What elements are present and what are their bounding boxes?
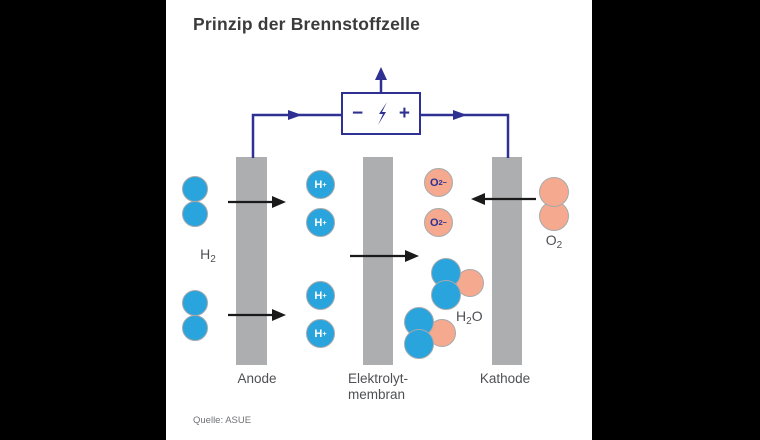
proton-ion: H+ xyxy=(306,208,335,237)
lightning-bolt-icon xyxy=(378,101,387,125)
membrane-label: Elektrolyt- membran xyxy=(348,371,409,402)
electrolyte-membrane-bar xyxy=(363,157,393,365)
o2-label: O2 xyxy=(545,232,563,251)
source-credit: Quelle: ASUE xyxy=(193,415,252,426)
electric-load-box: − + xyxy=(341,92,421,135)
h2o-hydrogen-atom xyxy=(404,329,434,359)
proton-ion: H+ xyxy=(306,319,335,348)
proton-ion: H+ xyxy=(306,170,335,199)
cathode-label: Kathode xyxy=(479,371,531,386)
proton-ion: H+ xyxy=(306,281,335,310)
anode-bar xyxy=(236,157,267,365)
minus-sign: − xyxy=(352,103,364,124)
h2-molecule-atom xyxy=(182,201,208,227)
h2o-label: H2O xyxy=(456,308,483,327)
h2o-hydrogen-atom xyxy=(431,280,461,310)
h2-label: H2 xyxy=(200,246,216,265)
cathode-bar xyxy=(492,157,522,365)
o2-molecule-atom xyxy=(539,177,569,207)
anode-label: Anode xyxy=(237,371,277,386)
h2-molecule-atom xyxy=(182,315,208,341)
h2-molecule-atom xyxy=(182,290,208,316)
h2-molecule-atom xyxy=(182,176,208,202)
page-title: Prinzip der Brennstoffzelle xyxy=(193,14,421,34)
plus-sign: + xyxy=(398,103,410,124)
